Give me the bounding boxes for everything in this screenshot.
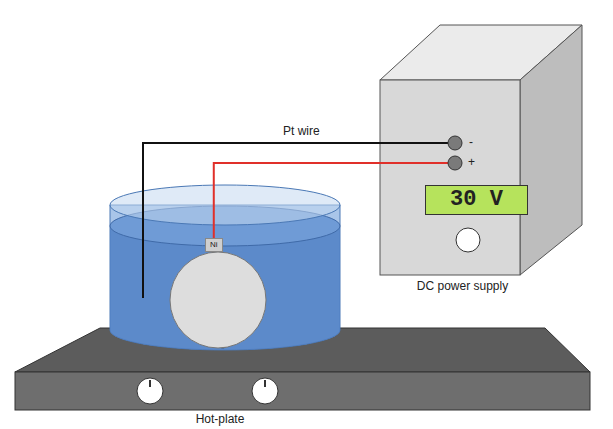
node-text: DC power supply <box>380 279 545 293</box>
terminal-sign: + <box>468 155 475 169</box>
knob <box>137 378 163 404</box>
supply-front <box>380 80 520 275</box>
negative-terminal <box>448 136 462 150</box>
ni-tab: Ni <box>205 238 223 252</box>
power-supply-box: DC power supply30 V <box>380 80 520 275</box>
node-text: Ni <box>206 239 222 251</box>
supply-knob <box>456 228 480 252</box>
sample-disk <box>170 252 266 348</box>
hot-plate: Hot-plate <box>15 372 590 410</box>
supply-side <box>520 25 582 275</box>
knob-mark <box>149 380 151 387</box>
node-text: Hot-plate <box>175 413 265 426</box>
knob <box>252 378 278 404</box>
beaker-glass <box>110 205 340 350</box>
terminal-sign: - <box>469 135 473 149</box>
node-text: 30 V <box>426 186 527 214</box>
pt-wire <box>143 143 448 298</box>
voltage-display: 30 V <box>425 185 528 215</box>
hot-plate-front <box>15 372 590 410</box>
knob-mark <box>264 380 266 387</box>
lead-wire <box>214 163 380 238</box>
wire-label: Pt wire <box>283 124 320 138</box>
positive-terminal <box>448 156 462 170</box>
beaker-rim <box>110 185 340 225</box>
red-lead <box>378 162 448 164</box>
